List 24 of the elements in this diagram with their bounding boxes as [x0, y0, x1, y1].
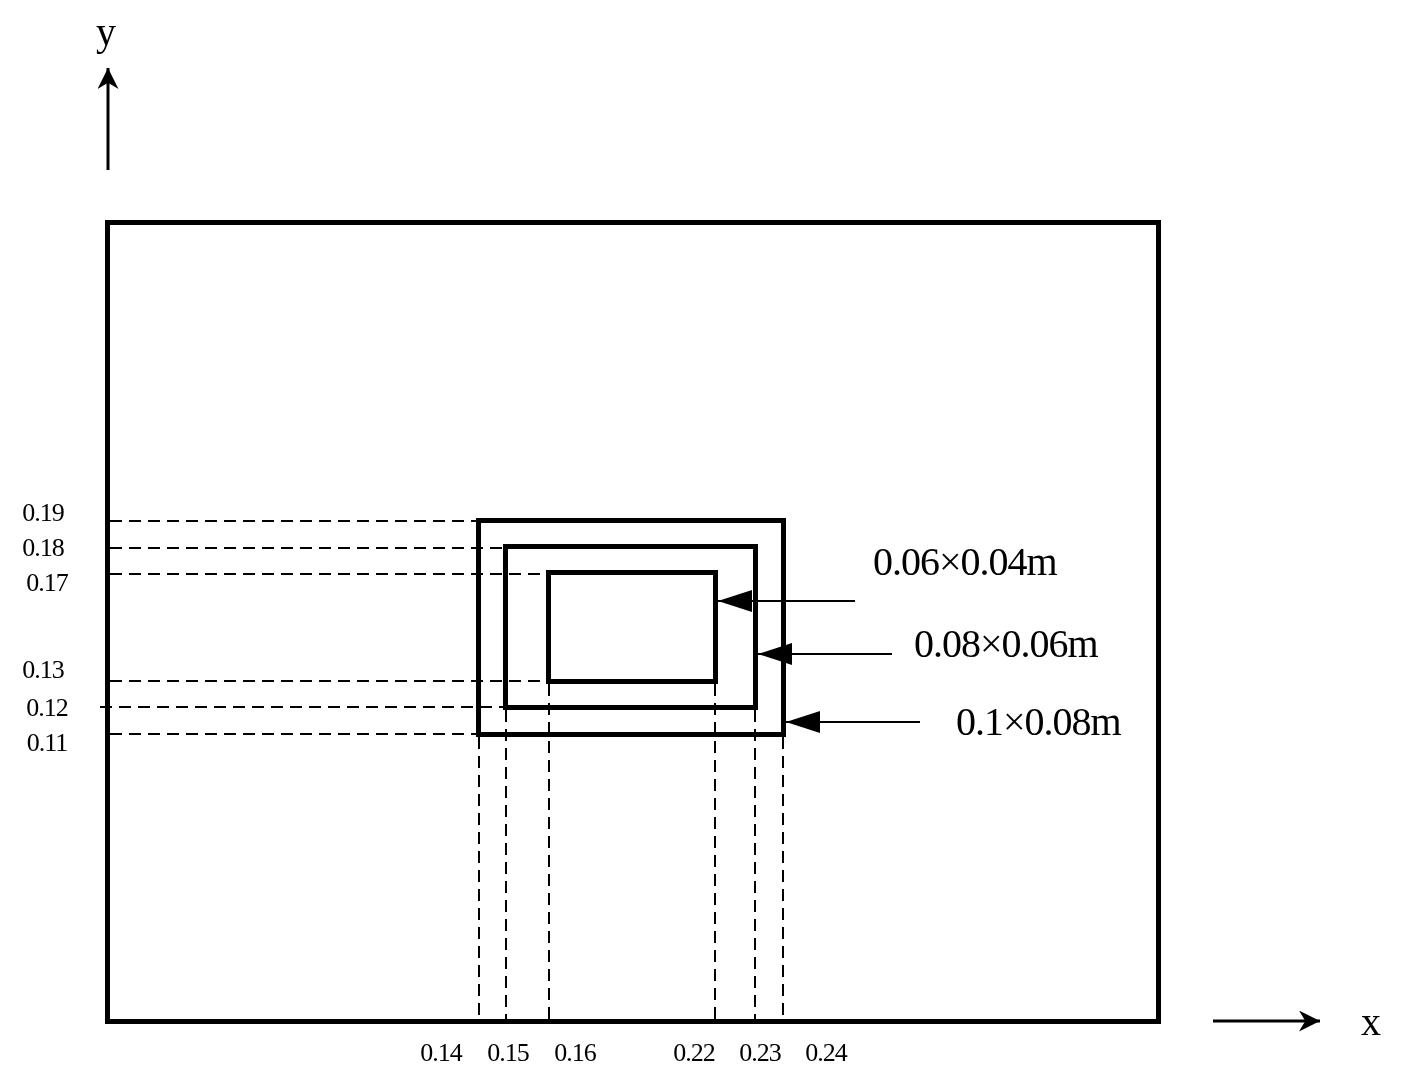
- tick-label: 0.14: [420, 1038, 462, 1068]
- size-label: 0.06×0.04m: [873, 540, 1057, 584]
- tick-label: 0.18: [22, 533, 64, 563]
- tick-label: 0.13: [22, 655, 64, 685]
- arrow: [717, 590, 856, 612]
- tick-label: 0.19: [22, 498, 64, 528]
- tick-label: 0.23: [739, 1038, 781, 1068]
- axis-label: y: [96, 10, 116, 54]
- size-label: 0.1×0.08m: [956, 700, 1121, 744]
- tick-label: 0.17: [26, 568, 68, 598]
- tick-label: 0.16: [554, 1038, 596, 1068]
- domain-boundary: [105, 220, 1161, 1024]
- arrow: [785, 711, 921, 733]
- arrow: [757, 643, 893, 665]
- size-label: 0.08×0.06m: [914, 622, 1098, 666]
- tick-label: 0.22: [673, 1038, 715, 1068]
- rectangle-outline: [476, 518, 786, 737]
- tick-label: 0.12: [26, 693, 68, 723]
- rectangle-outline: [546, 570, 718, 684]
- rectangle-outline: [503, 544, 758, 710]
- axis-label: x: [1361, 1000, 1381, 1044]
- tick-label: 0.15: [487, 1038, 529, 1068]
- tick-label: 0.24: [805, 1038, 847, 1068]
- tick-label: 0.11: [26, 728, 68, 758]
